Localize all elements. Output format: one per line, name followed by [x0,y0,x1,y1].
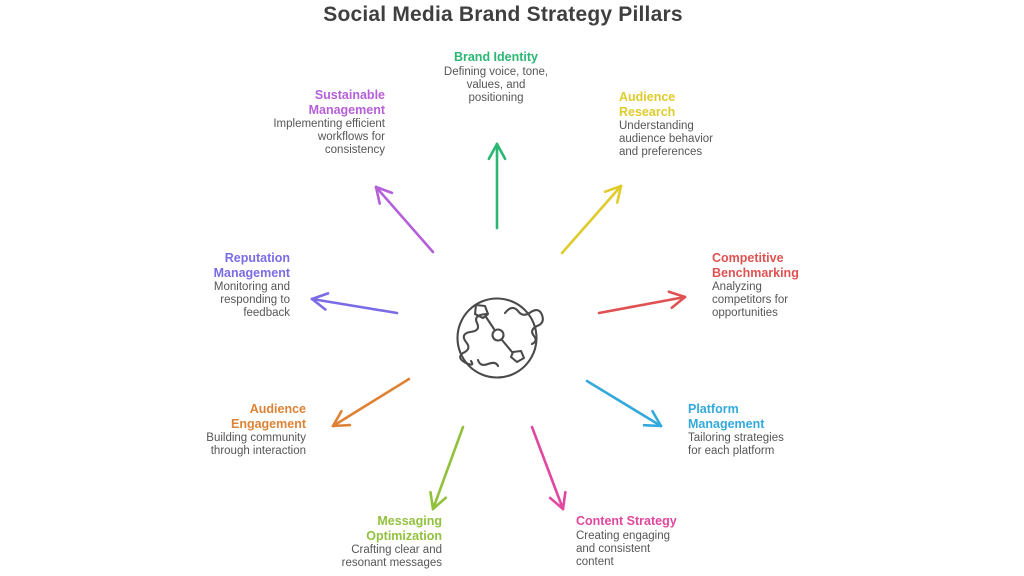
icon-outer-circle [456,297,538,379]
pillar-description: Monitoring and responding to feedback [213,281,290,320]
icon-route-diamond-top [473,303,490,320]
arrow-sustainable-management [374,185,435,254]
pillar-competitive-benchmarking: Competitive Benchmarking Analyzing compe… [712,251,842,320]
pillar-heading: Sustainable Management [308,88,385,117]
pillar-heading: Brand Identity [453,50,539,64]
icon-route-diamond-bottom [509,349,526,364]
pillar-heading: Messaging Optimization [366,514,442,543]
icon-route-line-upper [484,315,496,331]
arrow-competitive-benchmarking [597,290,687,315]
arrow-content-strategy [530,425,567,511]
pillar-heading: Audience Engagement [230,402,306,431]
pillar-description: Implementing efficient workflows for con… [273,118,385,157]
pillar-platform-management: Platform Management Tailoring strategies… [688,402,823,458]
pillar-description: Understanding audience behavior and pref… [619,120,713,159]
page-title: Social Media Brand Strategy Pillars [323,3,683,26]
pillar-audience-research: Audience Research Understanding audience… [619,90,749,159]
pillar-brand-identity: Brand Identity Defining voice, tone, val… [421,50,571,105]
pillar-audience-engagement: Audience Engagement Building community t… [156,402,306,458]
arrow-audience-engagement [331,377,411,428]
pillar-heading: Audience Research [619,90,676,119]
icon-right-squiggle [503,306,544,346]
pillar-messaging-optimization: Messaging Optimization Crafting clear an… [292,514,442,570]
pillar-content-strategy: Content Strategy Creating engaging and c… [576,514,701,569]
icon-route-line-lower [500,338,514,354]
icon-bottom-squiggle [476,358,500,368]
pillar-heading: Reputation Management [213,251,290,280]
pillar-description: Creating engaging and consistent content [576,529,670,568]
arrow-audience-research [560,184,623,255]
pillar-description: Crafting clear and resonant messages [341,544,442,570]
pillar-heading: Content Strategy [576,514,677,528]
pillar-description: Tailoring strategies for each platform [688,432,784,458]
pillar-description: Defining voice, tone, values, and positi… [443,65,549,104]
pillar-heading: Platform Management [688,402,765,431]
pillar-reputation-management: Reputation Management Monitoring and res… [159,251,290,320]
icon-route-node [491,328,505,342]
pillar-description: Building community through interaction [206,432,306,458]
pillar-description: Analyzing competitors for opportunities [712,281,789,320]
arrow-messaging-optimization [429,425,465,511]
arrow-platform-management [585,379,663,428]
icon-left-squiggle [459,312,488,366]
arrow-brand-identity [487,142,507,230]
arrow-reputation-management [310,292,399,315]
pillar-heading: Competitive Benchmarking [712,251,799,280]
pillar-sustainable-management: Sustainable Management Implementing effi… [245,88,385,157]
